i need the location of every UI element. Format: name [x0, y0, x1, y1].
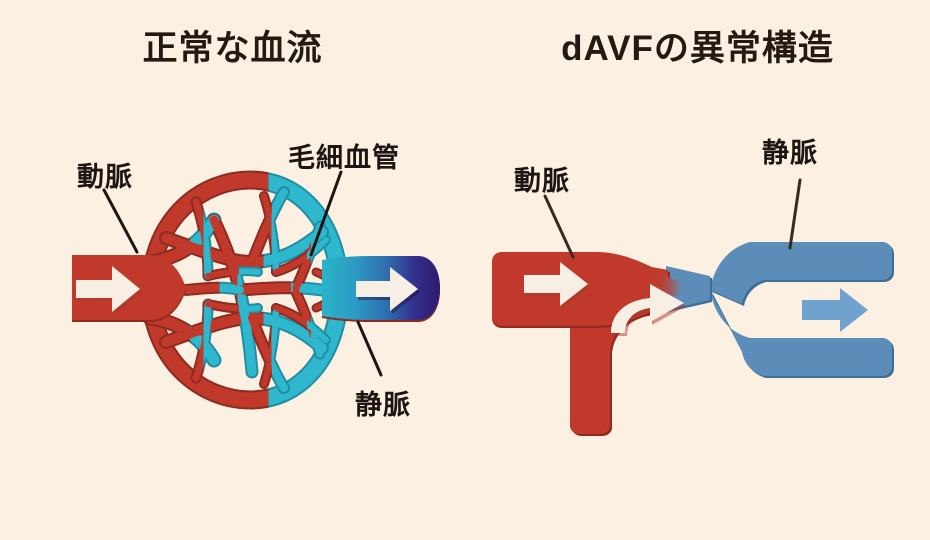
leader-line-vein-left — [356, 320, 383, 377]
panel-title-normal: 正常な血流 — [142, 29, 323, 68]
leader-lines-right — [543, 178, 802, 259]
leader-line-capillary — [309, 170, 343, 257]
normal-flow-illustration — [72, 170, 440, 410]
panel-title-davf: dAVFの異常構造 — [561, 29, 834, 68]
label-artery-right: 動脈 — [514, 166, 570, 196]
label-vein-right: 静脈 — [762, 138, 818, 168]
leader-line-vein-right — [788, 178, 802, 250]
flow-arrow-artery-left — [76, 266, 142, 315]
davf-illustration — [492, 178, 894, 436]
flow-arrow-vein-right — [802, 288, 868, 332]
leader-line-artery-right — [543, 194, 575, 259]
label-capillary: 毛細血管 — [288, 143, 400, 173]
flow-arrow-shunt — [611, 284, 686, 336]
leader-line-artery-left — [102, 188, 139, 254]
flow-arrow-artery-right — [524, 262, 590, 309]
leader-lines-left — [102, 170, 383, 377]
vein-right — [666, 242, 894, 378]
label-vein-left: 静脈 — [355, 390, 411, 420]
flow-arrow-vein-left — [356, 267, 420, 314]
label-artery-left: 動脈 — [77, 162, 133, 192]
